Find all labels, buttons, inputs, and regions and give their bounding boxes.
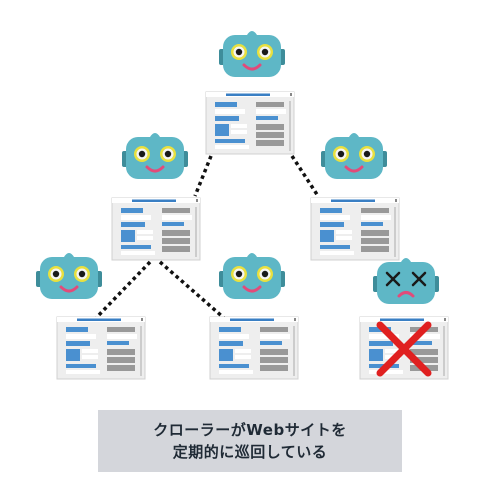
caption-box: クローラーがWebサイトを 定期的に巡回している [98, 410, 402, 472]
robot-crawler-icon [36, 253, 102, 299]
robot-crawler-icon [122, 133, 188, 179]
webpage-icon [310, 197, 400, 261]
connectors [94, 155, 320, 320]
caption-line-1: クローラーがWebサイトを [153, 421, 347, 439]
connector-line [158, 260, 226, 320]
connector-line [290, 155, 320, 197]
robot-crawler-icon [321, 133, 387, 179]
webpage-icon [205, 91, 295, 155]
connector-line [193, 155, 213, 197]
webpage-icon [56, 316, 146, 380]
webpage-icon [111, 197, 201, 261]
webpage-icon [209, 316, 299, 380]
connector-line [94, 260, 152, 320]
robot-crawler-icon [219, 31, 285, 77]
webpages [56, 91, 449, 380]
robot-crawler-icon [373, 258, 439, 304]
webpage-icon [359, 316, 449, 380]
robots [36, 31, 439, 304]
robot-crawler-icon [219, 253, 285, 299]
caption-line-2: 定期的に巡回している [172, 443, 328, 461]
